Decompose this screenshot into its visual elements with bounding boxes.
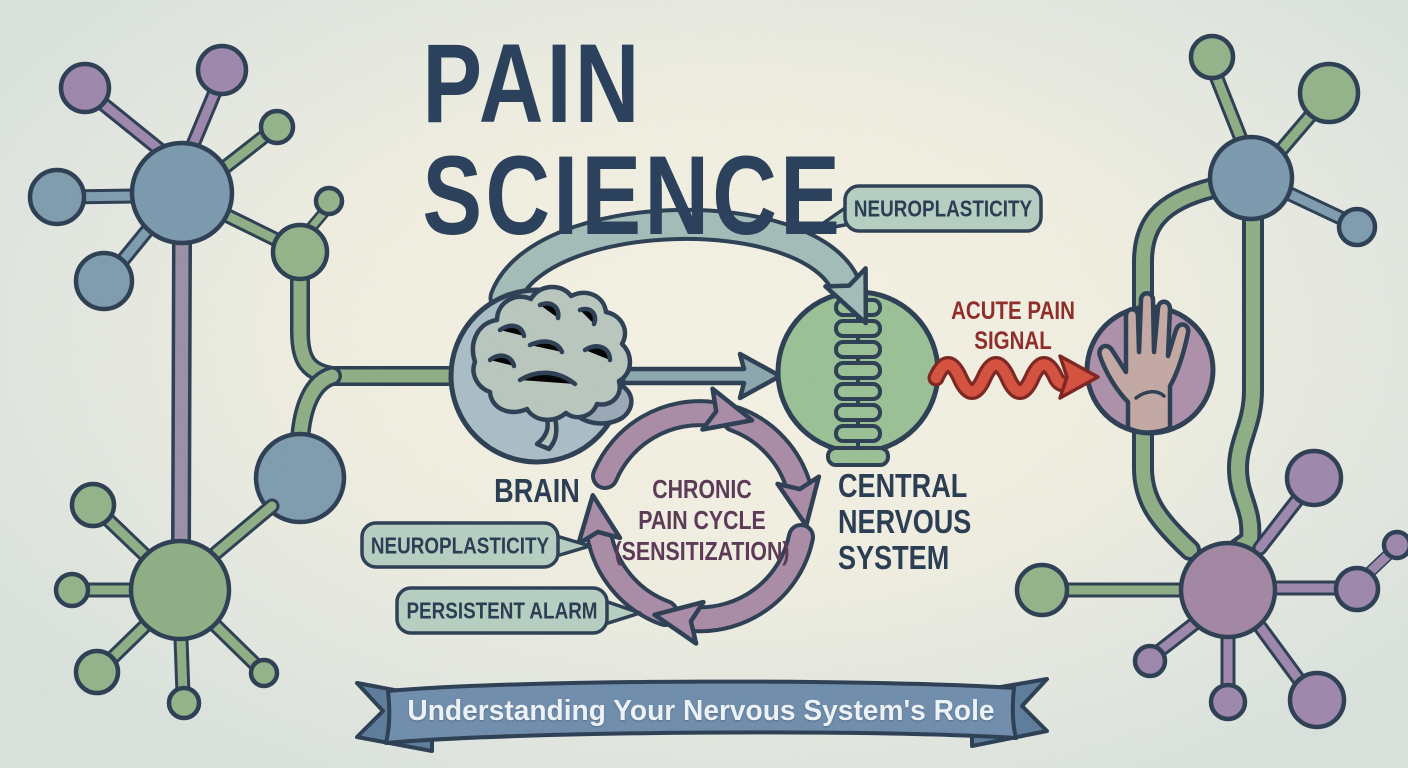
neuroplasticity-left-label: NEUROPLASTICITY — [370, 532, 550, 559]
chronic-pain-cycle-label: CHRONIC PAIN CYCLE (SENSITIZATION) — [614, 474, 790, 566]
neuroplasticity-top-label: NEUROPLASTICITY — [853, 195, 1033, 222]
persistent-alarm-label: PERSISTENT ALARM — [406, 597, 598, 624]
page-title: PAIN SCIENCE — [422, 21, 844, 258]
acute-pain-signal-label: ACUTE PAIN SIGNAL — [951, 297, 1075, 355]
brain-label: BRAIN — [494, 472, 580, 509]
banner-label: Understanding Your Nervous System's Role — [407, 695, 995, 727]
cns-label: CENTRAL NERVOUS SYSTEM — [838, 467, 972, 576]
